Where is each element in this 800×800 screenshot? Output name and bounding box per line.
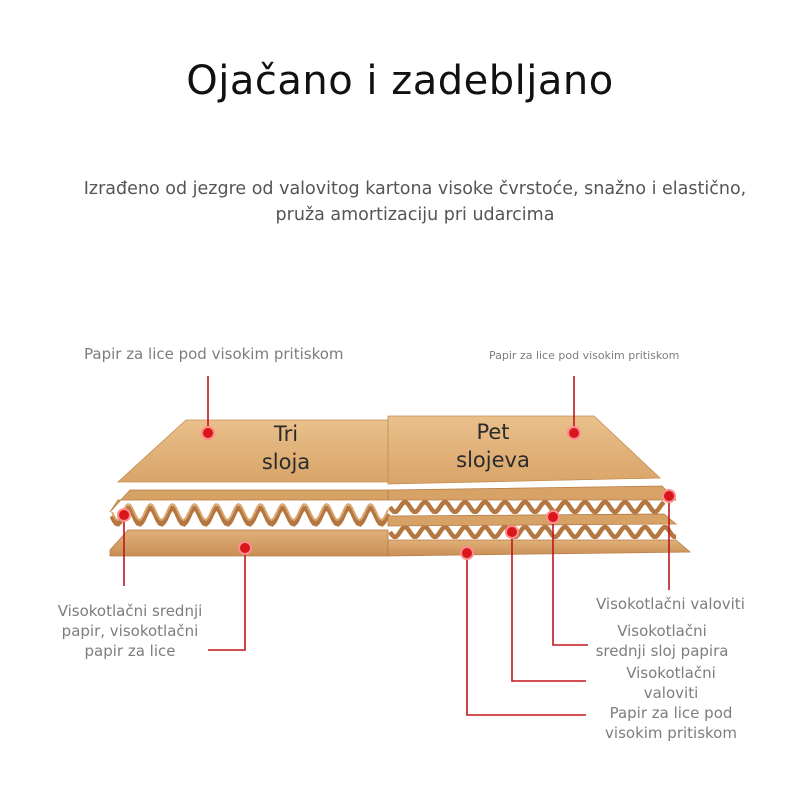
five-layer-label: Pet slojeva [438, 418, 548, 474]
five-layer-label-line-2: slojeva [456, 448, 530, 472]
five-layer-bottom-sheet [387, 539, 692, 557]
label-r3-line-2: valoviti [643, 684, 699, 702]
five-layer-flute-lower [388, 524, 676, 540]
five-layer-top-face [387, 415, 661, 485]
marker-right-top [567, 426, 581, 440]
label-r4-line-2: visokim pritiskom [605, 724, 737, 742]
leader-lines [123, 376, 670, 716]
three-layer-flute [109, 505, 391, 527]
label-r1: Visokotlačni valoviti [596, 595, 745, 613]
marker-r2 [546, 510, 560, 524]
subtitle-line-2: pruža amortizaciju pri udarcima [275, 205, 555, 225]
five-layer-flute-upper [388, 499, 666, 515]
leader-r2 [552, 517, 588, 646]
page-title: Ojačano i zadebljano [186, 58, 614, 104]
label-r3: Visokotlačni valoviti [616, 663, 726, 703]
marker-left-mid [117, 508, 131, 522]
three-layer-flute-shade [111, 502, 389, 522]
marker-r4 [460, 546, 474, 560]
three-layer-label: Tri sloja [246, 420, 326, 476]
marker-r3 [505, 525, 519, 539]
label-r2-line-2: srednji sloj papira [595, 642, 729, 660]
leader-r4 [466, 553, 586, 716]
label-right-top: Papir za lice pod visokim pritiskom [489, 349, 680, 362]
five-layer-upper-sheet [387, 485, 677, 501]
subtitle-line-1: Izrađeno od jezgre od valovitog kartona … [83, 179, 747, 199]
label-r4: Papir za lice pod visokim pritiskom [598, 703, 744, 743]
three-layer-label-line-1: Tri [273, 422, 299, 446]
marker-left-top [201, 426, 215, 440]
label-r2: Visokotlačni srednji sloj papira [588, 621, 736, 661]
label-left-top: Papir za lice pod visokim pritiskom [84, 345, 344, 363]
label-r3-line-1: Visokotlačni [626, 664, 716, 682]
marker-r1 [662, 489, 676, 503]
subtitle: Izrađeno od jezgre od valovitog kartona … [40, 176, 790, 228]
three-layer-label-line-2: sloja [261, 450, 311, 474]
label-r2-line-1: Visokotlačni [617, 622, 707, 640]
marker-left-low [238, 541, 252, 555]
leader-left-bottom-2 [208, 548, 246, 651]
label-r4-line-1: Papir za lice pod [609, 704, 733, 722]
label-left-bottom-line-2: papir, visokotlačni [61, 622, 199, 640]
five-layer-label-line-1: Pet [476, 420, 510, 444]
five-layer-middle-sheet [387, 513, 678, 527]
markers [117, 426, 676, 560]
leader-r3 [511, 532, 586, 682]
label-left-bottom-line-1: Visokotlačni srednji [57, 602, 203, 620]
label-left-bottom-line-3: papir za lice [84, 642, 176, 660]
label-left-bottom: Visokotlačni srednji papir, visokotlačni… [40, 601, 220, 661]
